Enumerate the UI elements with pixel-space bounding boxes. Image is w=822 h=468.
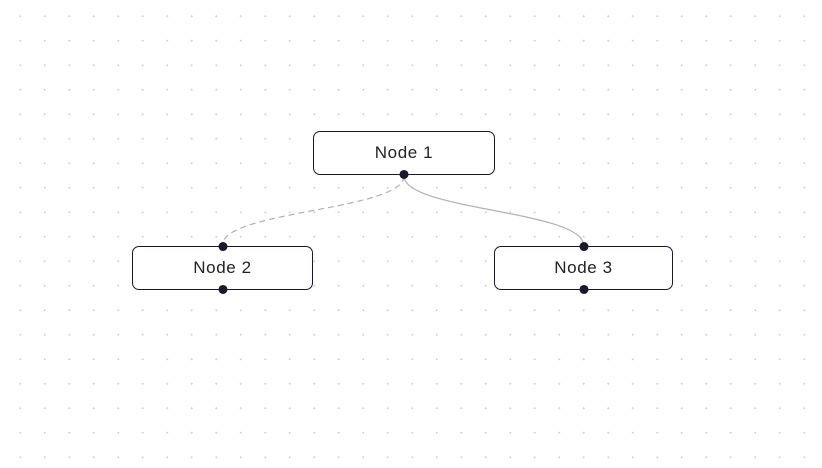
edge-node1-node2[interactable] [221, 175, 405, 246]
node-2-label: Node 2 [193, 258, 252, 277]
node-3-target-handle[interactable] [579, 242, 588, 252]
node-3[interactable]: Node 3 [494, 242, 673, 294]
node-3-label: Node 3 [554, 258, 613, 277]
node-2-source-handle[interactable] [218, 284, 227, 294]
node-1-source-handle[interactable] [399, 169, 409, 179]
edge-node1-node3[interactable] [403, 175, 585, 246]
node-2[interactable]: Node 2 [132, 242, 313, 294]
node-1[interactable]: Node 1 [313, 131, 495, 179]
node-1-label: Node 1 [374, 143, 434, 162]
node-2-target-handle[interactable] [218, 242, 227, 252]
node-3-source-handle[interactable] [579, 284, 588, 294]
